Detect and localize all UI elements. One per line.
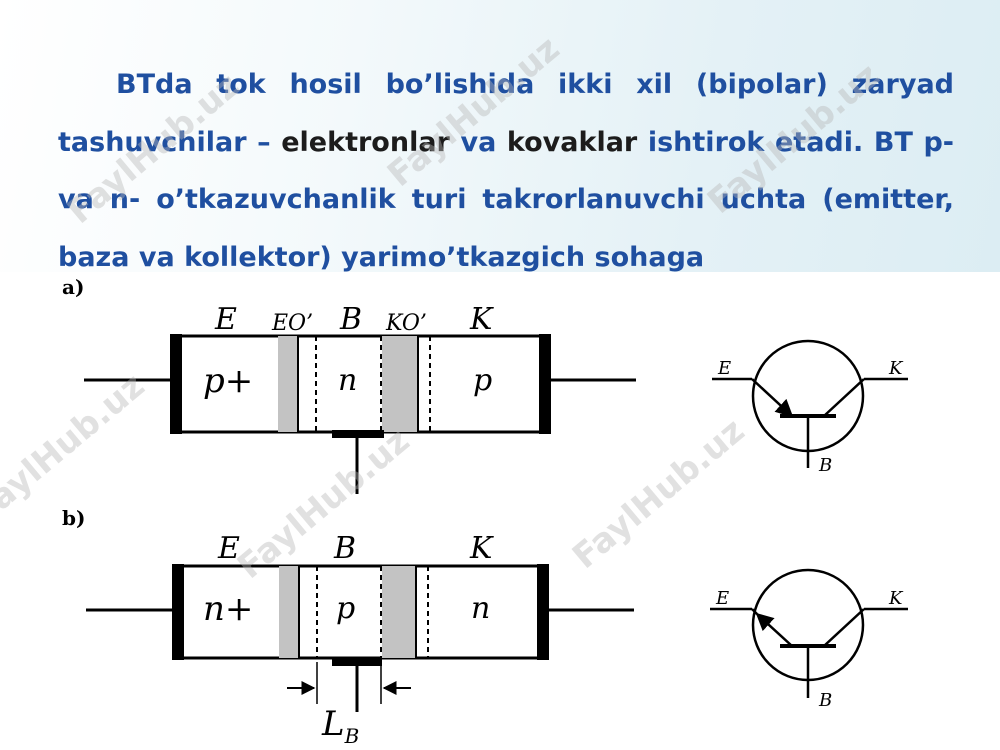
base-width-sub: B xyxy=(344,724,360,748)
junction-ko-a xyxy=(382,336,418,432)
region-emitter-a: p+ xyxy=(203,361,253,401)
header-background xyxy=(0,0,1000,272)
label-base-b: B xyxy=(333,531,356,566)
region-base-b: p xyxy=(336,591,355,626)
symbol-b-b: B xyxy=(818,690,832,711)
body-b xyxy=(172,564,548,660)
transistor-diagram: a) E EO’ B KO’ K p+ n p E K B xyxy=(62,275,908,748)
text-segment: BTda tok hosil bo’lishida ikki xil (bipo… xyxy=(58,69,954,158)
symbol-pnp: E K B xyxy=(712,339,908,476)
text-segment: va xyxy=(449,126,507,158)
junction-eb-b xyxy=(279,566,299,658)
label-emitter-b: E xyxy=(217,531,240,566)
symbol-a-k: K xyxy=(888,358,904,379)
collector-contact-b xyxy=(537,564,549,660)
base-width-label: LB xyxy=(321,704,359,748)
structure-a: E EO’ B KO’ K p+ n p xyxy=(84,302,636,494)
base-contact-a xyxy=(332,430,384,438)
symbol-npn: E K B xyxy=(710,568,908,711)
label-collector-a: K xyxy=(469,302,494,337)
base-contact-b xyxy=(332,658,382,666)
junction-eo-a xyxy=(278,336,298,432)
symbol-b-e: E xyxy=(715,588,729,609)
diagram-a-label: a) xyxy=(62,275,84,299)
diagram-b-label: b) xyxy=(62,506,85,530)
label-eo-a: EO’ xyxy=(271,311,313,336)
structure-b: E B K n+ p n LB xyxy=(86,531,634,748)
symbol-a-e: E xyxy=(717,358,731,379)
label-base-a: B xyxy=(339,302,362,337)
region-collector-b: n xyxy=(471,591,490,626)
text-segment: ishtirok etadi. BT p- va n- o’tkazuvchan… xyxy=(58,126,954,273)
region-collector-a: p xyxy=(473,363,492,398)
emitter-contact-b xyxy=(172,564,184,660)
region-emitter-b: n+ xyxy=(203,589,253,629)
region-base-a: n xyxy=(338,363,357,398)
label-collector-b: K xyxy=(469,531,494,566)
emitter-contact-a xyxy=(170,334,182,434)
symbol-b-k: K xyxy=(888,588,904,609)
label-ko-a: KO’ xyxy=(385,311,427,336)
term-electrons: elektronlar xyxy=(281,126,450,158)
symbol-a-b: B xyxy=(818,455,832,476)
term-holes: kovaklar xyxy=(506,126,638,158)
description-paragraph: BTda tok hosil bo’lishida ikki xil (bipo… xyxy=(58,56,954,272)
junction-bc-b xyxy=(382,566,416,658)
collector-contact-a xyxy=(539,334,551,434)
label-emitter-a: E xyxy=(214,302,237,337)
